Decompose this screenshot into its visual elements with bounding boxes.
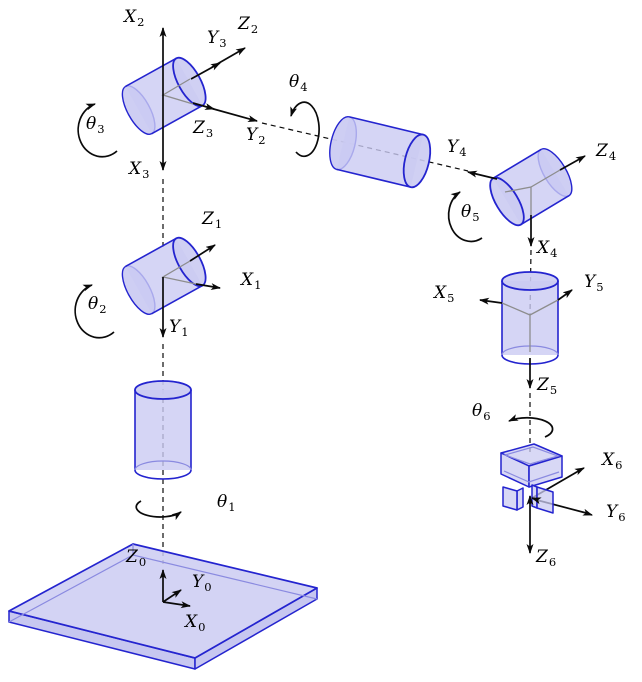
base-link-body [135,390,191,470]
label-z2: Z2 [238,14,259,36]
joint-2-cylinder [121,236,207,315]
theta2-rotation-arc [74,284,115,339]
z2-axis-arrow [211,47,246,68]
base-link-top-face [134,380,192,400]
frame-6-arrows [526,467,593,554]
theta1-rotation-arc [135,500,182,521]
label-y3: Y3 [207,28,227,50]
label-z1: Z1 [202,209,223,231]
label-x3: X3 [129,159,150,181]
y6-origin-tick [531,497,542,505]
base-link-cylinder [134,380,192,480]
joint-2-bottom-edge [151,284,203,315]
y2-axis-arrow [209,107,258,122]
label-x5: X5 [434,283,455,305]
y4-axis-arrow [467,170,498,180]
label-z6: Z6 [536,547,557,569]
label-x6: X6 [602,450,623,472]
label-x0: X0 [185,612,206,634]
x1-axis-arrow [195,283,221,290]
joint-3-top-edge [125,57,177,88]
gripper-left-finger-side [516,487,524,511]
joint-2-top-edge [125,237,177,268]
joint-3-cylinder [121,56,207,135]
joint-3-bottom-edge [151,104,203,135]
label-z3: Z3 [193,118,214,140]
label-y6: Y6 [606,502,626,524]
label-theta3: θ3 [86,114,105,136]
label-z4: Z4 [596,141,617,163]
link-4-cylinder [329,116,432,189]
x0-axis-arrow [162,601,191,609]
z4-axis-arrow [559,155,586,171]
label-y5: Y5 [584,272,604,294]
label-theta2: θ2 [88,294,107,316]
theta6-rotation-arc [508,414,554,438]
gripper-right-finger [536,486,554,514]
label-y2: Y2 [246,125,266,147]
label-z5: Z5 [537,375,558,397]
base-link-bottom-front-rim [134,469,192,480]
joint-rotation-arcs [74,101,554,521]
link-4-top-edge [349,116,424,136]
theta3-rotation-arc [77,103,118,158]
label-theta6: θ6 [472,401,491,423]
y5-axis-arrow [557,289,573,301]
gripper-left-finger [502,486,518,511]
label-x1: X1 [241,270,262,292]
gripper [500,443,563,514]
joint-5-hidden-tails [504,169,561,215]
wrist-hidden-tails [501,299,559,352]
label-y4: Y4 [447,137,467,159]
label-x2: X2 [124,7,145,29]
theta5-rotation-arc [447,191,483,243]
link-4-front-face [402,133,432,189]
link-4-bottom-edge [336,168,411,188]
link-4-body [336,116,424,188]
label-x4: X4 [537,238,558,260]
y6-arrowhead-segment [582,508,593,516]
z1-axis-arrow [189,244,216,262]
wrist-link-top-face [501,271,559,291]
gripper-inner-floor-edge [503,470,560,483]
label-y1: Y1 [169,317,189,339]
label-theta1: θ1 [217,492,236,514]
theta4-rotation-arc [290,101,320,158]
joint-5-bottom-edge [520,195,570,226]
label-y0: Y0 [192,572,212,594]
y0-axis-arrow [162,589,182,603]
joint-5-top-edge [492,148,542,179]
base-plate [8,543,318,670]
x6-arrowhead-segment [574,467,585,476]
label-z0: Z0 [126,547,147,569]
gripper-inner-rim [503,446,560,465]
label-theta4: θ4 [289,72,308,94]
x5-axis-arrow [479,297,503,305]
label-theta5: θ5 [461,202,480,224]
